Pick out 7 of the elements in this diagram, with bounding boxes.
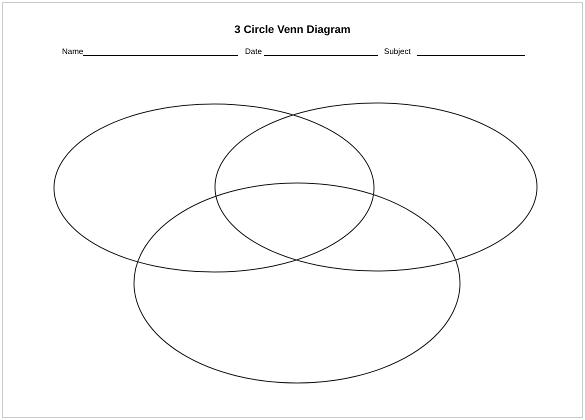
title: 3 Circle Venn Diagram (234, 24, 351, 36)
field-label: Subject (384, 47, 411, 56)
field-label: Name (62, 47, 84, 56)
venn-circle (53, 103, 375, 273)
venn-circle (214, 102, 538, 272)
venn-circle (133, 182, 461, 384)
field-label: Date (245, 47, 262, 56)
